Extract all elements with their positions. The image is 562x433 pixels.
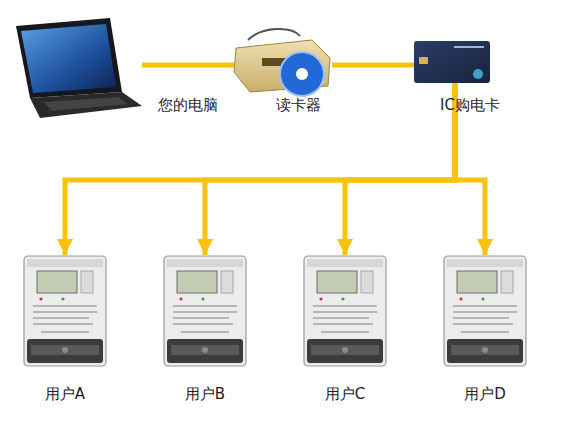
device-node: IC购电卡	[414, 41, 490, 83]
connector-line	[332, 63, 414, 68]
meter-graphic	[24, 256, 106, 366]
device-node: 用户C	[303, 255, 387, 367]
device-label: 读卡器	[276, 96, 321, 115]
laptop-keyboard	[44, 97, 128, 111]
device-label: 用户B	[185, 385, 225, 404]
ic-card-illustration	[414, 41, 490, 83]
device-label: 用户D	[464, 385, 506, 404]
meter-illustrations	[24, 256, 526, 366]
meter-graphic	[304, 256, 386, 366]
connector-line	[142, 63, 234, 68]
laptop-screen	[21, 24, 116, 93]
connector-line	[205, 83, 455, 255]
card-logo	[473, 69, 483, 79]
device-node: 用户B	[163, 255, 247, 367]
driver-disc	[280, 52, 324, 96]
device-node: 您的电脑	[12, 20, 142, 118]
device-label: 您的电脑	[158, 96, 218, 115]
meter-graphic	[444, 256, 526, 366]
reader-cable	[248, 29, 300, 40]
card-stripe	[454, 46, 484, 48]
card-chip	[419, 57, 428, 64]
connector-line	[65, 83, 455, 255]
laptop-screen-frame	[16, 18, 122, 98]
device-node: 用户A	[23, 255, 107, 367]
meter-graphic	[164, 256, 246, 366]
card-body	[414, 41, 490, 83]
card-reader-illustration	[234, 29, 330, 96]
laptop-base	[30, 92, 142, 118]
device-node: 用户D	[443, 255, 527, 367]
connector-line	[345, 83, 455, 255]
device-label: IC购电卡	[440, 96, 500, 115]
disc-hole	[296, 68, 308, 80]
device-label: 用户A	[45, 385, 85, 404]
device-label: 用户C	[325, 385, 365, 404]
device-node: 读卡器	[234, 30, 332, 92]
laptop-illustration	[16, 18, 142, 118]
